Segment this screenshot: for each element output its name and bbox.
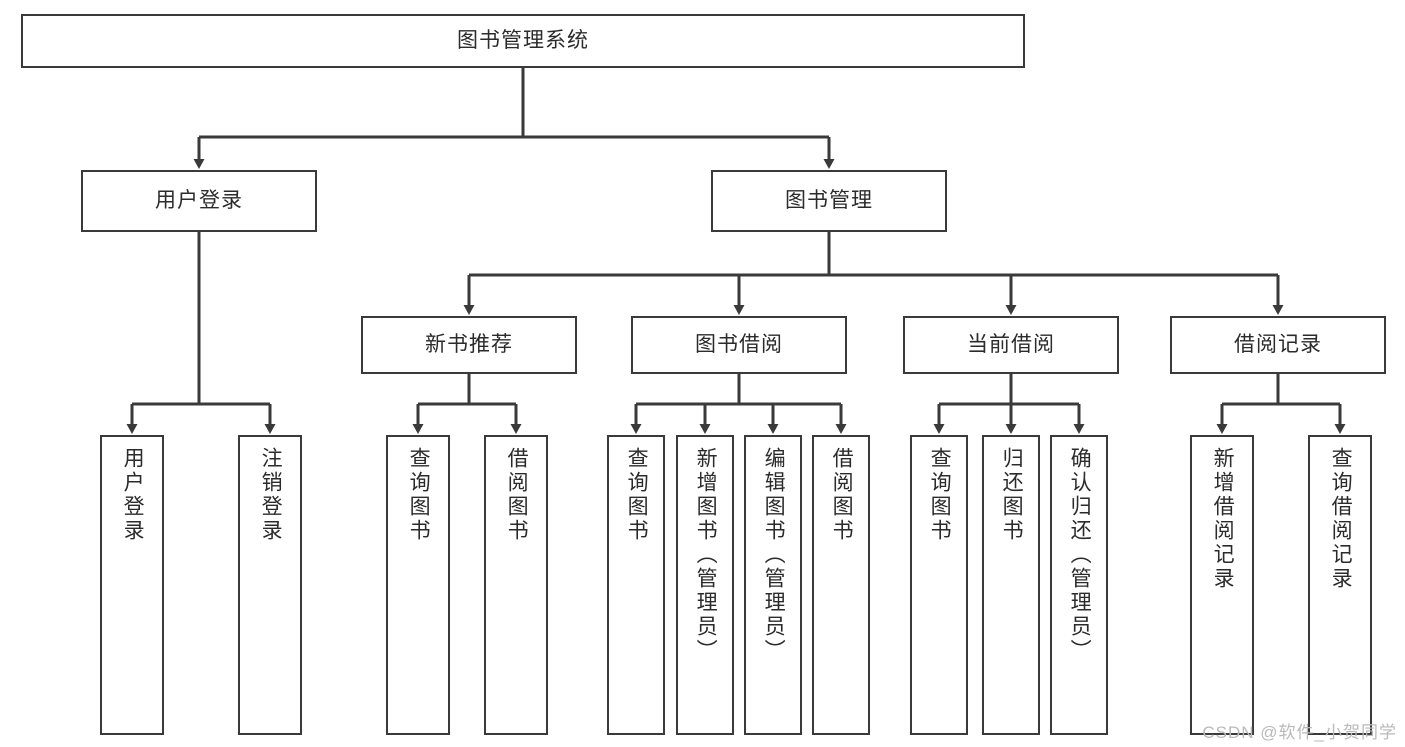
node-level3-borrow-record[interactable]: 借阅记录 (1170, 316, 1386, 374)
node-level3-current-borrow[interactable]: 当前借阅 (903, 316, 1119, 374)
node-level3-book-borrow[interactable]: 图书借阅 (631, 316, 847, 374)
node-leaf-borrow-book-recommend[interactable]: 借阅图书 (484, 435, 548, 735)
node-leaf-query-borrow-record[interactable]: 查询借阅记录 (1308, 435, 1372, 735)
node-leaf-add-book-admin[interactable]: 新增图书（管理员） (676, 435, 734, 735)
node-leaf-add-borrow-record[interactable]: 新增借阅记录 (1190, 435, 1254, 735)
node-leaf-confirm-return-admin[interactable]: 确认归还（管理员） (1050, 435, 1108, 735)
node-leaf-edit-book-admin[interactable]: 编辑图书（管理员） (744, 435, 802, 735)
node-level3-new-book-recommend[interactable]: 新书推荐 (361, 316, 577, 374)
node-level2-book-management[interactable]: 图书管理 (711, 170, 947, 232)
node-leaf-query-book-recommend[interactable]: 查询图书 (386, 435, 450, 735)
node-leaf-return-book[interactable]: 归还图书 (982, 435, 1040, 735)
node-level2-user-login[interactable]: 用户登录 (81, 170, 317, 232)
node-leaf-logout[interactable]: 注销登录 (238, 435, 302, 735)
node-root[interactable]: 图书管理系统 (21, 14, 1025, 68)
node-leaf-query-book-current[interactable]: 查询图书 (910, 435, 968, 735)
node-leaf-query-book-borrow[interactable]: 查询图书 (607, 435, 665, 735)
node-leaf-user-login[interactable]: 用户登录 (100, 435, 164, 735)
node-leaf-borrow-book[interactable]: 借阅图书 (812, 435, 870, 735)
watermark-text: CSDN @软件_小贺同学 (1202, 723, 1397, 742)
